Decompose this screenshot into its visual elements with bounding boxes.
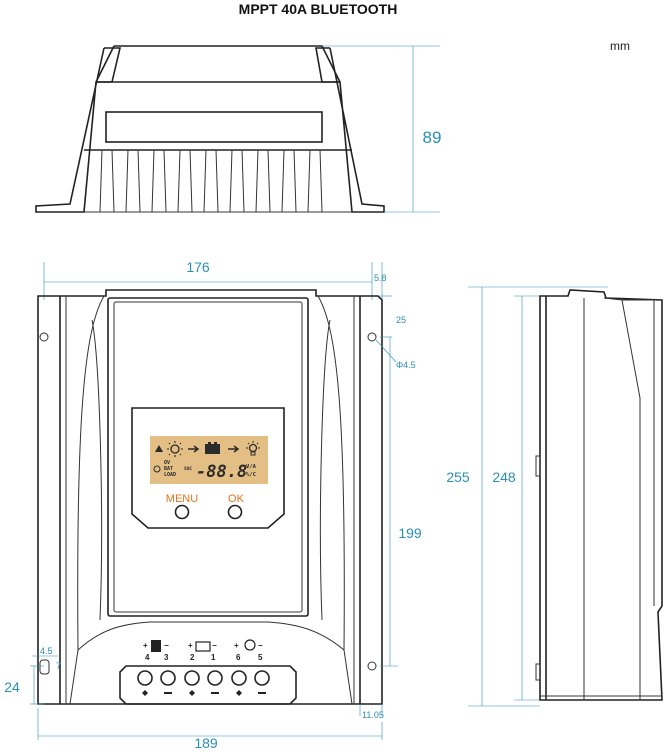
lcd-content: OV BAT LOAD SOC -88.8 V/A %/C xyxy=(153,441,260,482)
terminal-screws xyxy=(137,670,270,696)
drawing-title: MPPT 40A BLUETOOTH xyxy=(239,1,398,17)
terminal-screw xyxy=(160,670,176,686)
terminal-plus: + xyxy=(143,641,148,650)
dim-width-top: 176 xyxy=(186,259,210,275)
front-view: 176 5.8 25 Φ4.5 199 xyxy=(4,259,422,751)
dim-bottom-height: 24 xyxy=(4,679,20,695)
terminal-screw xyxy=(184,670,200,686)
dim-total-width: 189 xyxy=(194,735,218,751)
mount-slot-bottom-left xyxy=(39,659,50,675)
dim-bottom-offset: 11.05 xyxy=(362,710,384,720)
terminal-screw xyxy=(231,670,247,686)
dim-slot-height: 7 xyxy=(56,661,61,671)
mount-hole-top-left xyxy=(39,332,49,342)
terminal-minus: − xyxy=(164,641,169,650)
dim-hole-diameter: Φ4.5 xyxy=(396,360,416,370)
lcd-status-bat: BAT xyxy=(164,466,173,472)
terminal-number: 1 xyxy=(211,653,216,662)
terminal-screw xyxy=(137,670,153,686)
gear-icon xyxy=(153,465,161,473)
dim-hole-offset: 25 xyxy=(396,315,406,325)
terminal-number: 4 xyxy=(145,653,150,662)
lcd-unit-va: V/A xyxy=(246,464,257,470)
side-clip xyxy=(535,663,541,681)
unit-label: mm xyxy=(610,39,630,53)
ok-button[interactable] xyxy=(227,504,243,520)
lcd-triangle-icon xyxy=(155,445,163,452)
terminal-screw xyxy=(207,670,223,686)
lcd-soc: SOC xyxy=(184,466,192,472)
battery-terminal-icon xyxy=(195,641,211,652)
arrow-right-icon xyxy=(228,445,240,453)
terminal-minus: − xyxy=(258,641,263,650)
terminal-minus: − xyxy=(212,641,217,650)
terminal-plus: + xyxy=(188,641,193,650)
side-housing xyxy=(539,289,663,701)
solar-panel-icon xyxy=(151,640,161,652)
dim-total-height: 255 xyxy=(446,469,470,485)
dim-height-top: 89 xyxy=(423,128,442,147)
lcd-reading: -88.8 xyxy=(196,462,247,482)
front-lid xyxy=(107,297,309,617)
lcd-status-load: LOAD xyxy=(164,472,176,478)
ok-label: OK xyxy=(228,493,245,505)
dim-slot-width: 4.5 xyxy=(40,646,53,656)
terminal-number: 2 xyxy=(190,653,195,662)
sun-icon xyxy=(170,444,180,454)
lcd-unit-pc: %/C xyxy=(246,472,256,478)
terminal-labels: + − 4 3 + − 2 1 + − 6 5 xyxy=(143,639,263,662)
battery-icon xyxy=(205,444,220,454)
arrow-right-icon xyxy=(188,445,200,453)
display-window xyxy=(131,407,285,529)
dim-side-height: 248 xyxy=(492,469,516,485)
terminal-number: 3 xyxy=(164,653,169,662)
menu-button[interactable] xyxy=(174,504,190,520)
side-clip xyxy=(535,455,541,477)
terminal-block xyxy=(119,665,297,705)
terminal-number: 6 xyxy=(236,653,241,662)
terminal-plus: + xyxy=(234,641,239,650)
terminal-number: 5 xyxy=(258,653,263,662)
mount-hole-top-right xyxy=(367,332,377,342)
heatsink-fins xyxy=(84,149,352,213)
dim-hole-spacing: 199 xyxy=(398,525,422,541)
lcd-status-ov: OV xyxy=(164,460,170,466)
menu-label: MENU xyxy=(166,493,198,505)
terminal-screw xyxy=(254,670,270,686)
side-view: 255 248 xyxy=(446,286,663,707)
load-bulb-icon xyxy=(244,639,256,651)
top-view: 89 xyxy=(35,45,442,213)
dim-offset-right: 5.8 xyxy=(374,273,387,283)
mount-hole-bottom-right xyxy=(367,661,377,671)
